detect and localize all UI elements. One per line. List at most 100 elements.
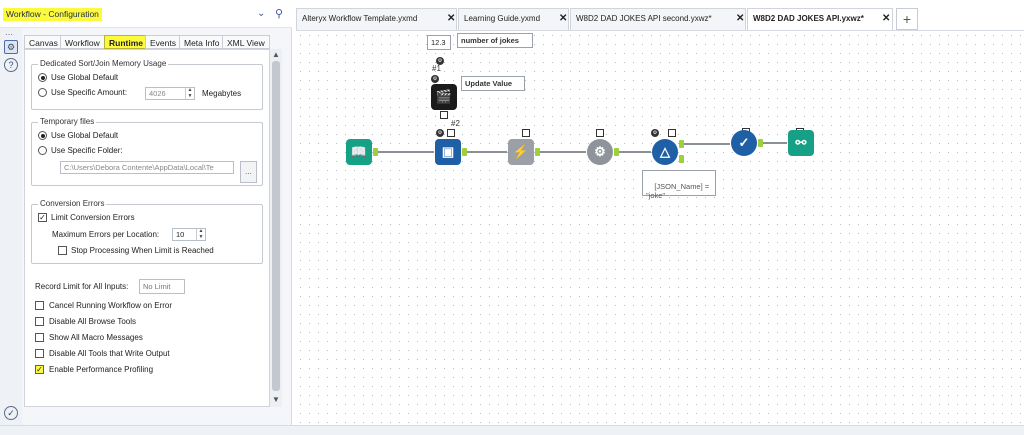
workflow-canvas[interactable]: 12.3 number of jokes ⚙ #1 ⚙ 🎬 Update Val…	[296, 30, 1024, 425]
doc-tab-label: W8D2 DAD JOKES API second.yxwz*	[576, 14, 712, 23]
filter-tool[interactable]: △	[652, 139, 678, 165]
pin-icon[interactable]: ⚲	[275, 8, 284, 20]
close-icon[interactable]: ✕	[447, 13, 456, 24]
sort-join-group: Dedicated Sort/Join Memory Usage Use Glo…	[31, 59, 263, 110]
text-to-columns-tool[interactable]: ⚡	[508, 139, 534, 165]
browse-tool[interactable]: ⚯	[788, 130, 814, 156]
down-arrow-icon[interactable]: ▼	[187, 92, 193, 99]
conversion-errors-legend: Conversion Errors	[38, 199, 107, 209]
record-limit-input[interactable]	[139, 279, 185, 294]
clapper-icon: 🎬	[435, 89, 453, 104]
json-parse-tool[interactable]: ⚙	[587, 139, 613, 165]
input-data-tool[interactable]: 📖	[346, 139, 372, 165]
book-icon: 📖	[350, 144, 368, 159]
max-errors-stepper[interactable]: ▲▼	[196, 229, 205, 240]
filter-icon: △	[660, 144, 670, 159]
performance-profiling-label: Enable Performance Profiling	[49, 365, 154, 374]
cancel-on-error-checkbox[interactable]	[35, 301, 44, 310]
tool-id-1: #1	[432, 64, 441, 73]
temp-folder-field[interactable]: C:\Users\Debora Contente\AppData\Local\T…	[60, 161, 234, 174]
sort-global-radio[interactable]	[38, 73, 47, 82]
doc-tab-active[interactable]: W8D2 DAD JOKES API.yxwz* ✕	[747, 8, 893, 30]
tab-events[interactable]: Events	[145, 35, 181, 49]
conversion-errors-group: Conversion Errors ✓ Limit Conversion Err…	[31, 199, 263, 264]
output-anchor[interactable]	[462, 148, 467, 156]
max-errors-label: Maximum Errors per Location:	[52, 230, 160, 239]
record-limit-label: Record Limit for All Inputs:	[35, 282, 129, 291]
select-tool[interactable]: ✓	[731, 130, 757, 156]
update-value-label: Update Value	[461, 76, 525, 91]
lightning-badge-icon	[440, 111, 448, 119]
scroll-thumb[interactable]	[272, 61, 280, 391]
chevron-down-icon[interactable]: ⌄	[257, 8, 266, 19]
doc-tab-learning-guide[interactable]: Learning Guide.yxmd ✕	[458, 8, 569, 30]
browse-folder-button[interactable]: ...	[240, 161, 257, 183]
show-macro-checkbox[interactable]	[35, 333, 44, 342]
lightning-badge-icon	[447, 129, 455, 137]
connection-line	[763, 142, 787, 144]
down-arrow-icon[interactable]: ▼	[198, 233, 204, 240]
tab-meta-info[interactable]: Meta Info	[179, 35, 225, 49]
sort-global-label: Use Global Default	[51, 73, 119, 82]
true-anchor[interactable]	[679, 140, 684, 148]
scroll-down-icon[interactable]: ▼	[272, 395, 280, 404]
more-icon[interactable]: ⋯	[5, 30, 14, 39]
sort-amount-field[interactable]: 4026 ▲▼	[145, 87, 195, 100]
new-tab-button[interactable]: +	[896, 8, 918, 30]
limit-errors-label: Limit Conversion Errors	[51, 213, 135, 222]
temp-folder-value: C:\Users\Debora Contente\AppData\Local\T…	[64, 163, 214, 172]
temp-global-label: Use Global Default	[51, 131, 119, 140]
output-anchor[interactable]	[535, 148, 540, 156]
false-anchor[interactable]	[679, 155, 684, 163]
disable-browse-checkbox[interactable]	[35, 317, 44, 326]
up-arrow-icon[interactable]: ▲	[187, 87, 193, 93]
sort-join-legend: Dedicated Sort/Join Memory Usage	[38, 59, 169, 69]
binoculars-icon: ⚯	[795, 135, 807, 150]
max-errors-field[interactable]: 10 ▲▼	[172, 228, 206, 241]
limit-errors-checkbox[interactable]: ✓	[38, 213, 47, 222]
config-scrollbar[interactable]: ▲ ▼	[270, 49, 282, 407]
lightning-badge-icon	[522, 129, 530, 137]
tab-runtime[interactable]: Runtime	[104, 35, 148, 49]
close-icon[interactable]: ✕	[882, 13, 891, 24]
connection-line	[540, 151, 586, 153]
sort-specific-radio[interactable]	[38, 88, 47, 97]
download-tool[interactable]: ▣	[435, 139, 461, 165]
action-tool[interactable]: 🎬	[431, 84, 457, 110]
disable-output-checkbox[interactable]	[35, 349, 44, 358]
output-anchor[interactable]	[373, 148, 378, 156]
performance-profiling-checkbox[interactable]: ✓	[35, 365, 44, 374]
runtime-settings: Dedicated Sort/Join Memory Usage Use Glo…	[24, 49, 270, 407]
lightning-icon: ⚡	[512, 144, 530, 159]
scroll-up-icon[interactable]: ▲	[272, 50, 280, 59]
temp-global-radio[interactable]	[38, 131, 47, 140]
doc-tab-template[interactable]: Alteryx Workflow Template.yxmd ✕	[296, 8, 457, 30]
help-icon[interactable]: ?	[4, 58, 18, 72]
close-icon[interactable]: ✕	[559, 13, 568, 24]
tab-canvas[interactable]: Canvas	[24, 35, 63, 49]
check-icon[interactable]: ✓	[4, 406, 18, 420]
doc-tab-second[interactable]: W8D2 DAD JOKES API second.yxwz* ✕	[570, 8, 746, 30]
number-of-jokes-text: number of jokes	[461, 36, 519, 45]
temp-specific-radio[interactable]	[38, 146, 47, 155]
tab-workflow[interactable]: Workflow	[60, 35, 105, 49]
output-anchor[interactable]	[758, 139, 763, 147]
stop-processing-checkbox[interactable]	[58, 246, 67, 255]
sort-specific-option[interactable]: Use Specific Amount:	[38, 87, 258, 99]
up-arrow-icon[interactable]: ▲	[198, 228, 204, 234]
configuration-gear-icon[interactable]: ⚙	[4, 40, 18, 54]
doc-tab-label: W8D2 DAD JOKES API.yxwz*	[753, 14, 864, 23]
numeric-updown-tool[interactable]: 12.3	[427, 35, 451, 50]
sort-specific-label: Use Specific Amount:	[51, 88, 128, 97]
temp-files-group: Temporary files Use Global Default Use S…	[31, 117, 263, 186]
gear-icon: ⚙	[436, 57, 444, 65]
tab-xml-view[interactable]: XML View	[222, 35, 270, 49]
gear-icon: ⚙	[431, 75, 439, 83]
download-icon: ▣	[441, 144, 455, 159]
connection-line	[619, 151, 651, 153]
stop-processing-label: Stop Processing When Limit is Reached	[71, 246, 214, 255]
sort-amount-stepper[interactable]: ▲▼	[185, 88, 194, 99]
config-header: Workflow - Configuration ⌄ ⚲	[0, 0, 292, 28]
output-anchor[interactable]	[614, 148, 619, 156]
close-icon[interactable]: ✕	[736, 13, 745, 24]
